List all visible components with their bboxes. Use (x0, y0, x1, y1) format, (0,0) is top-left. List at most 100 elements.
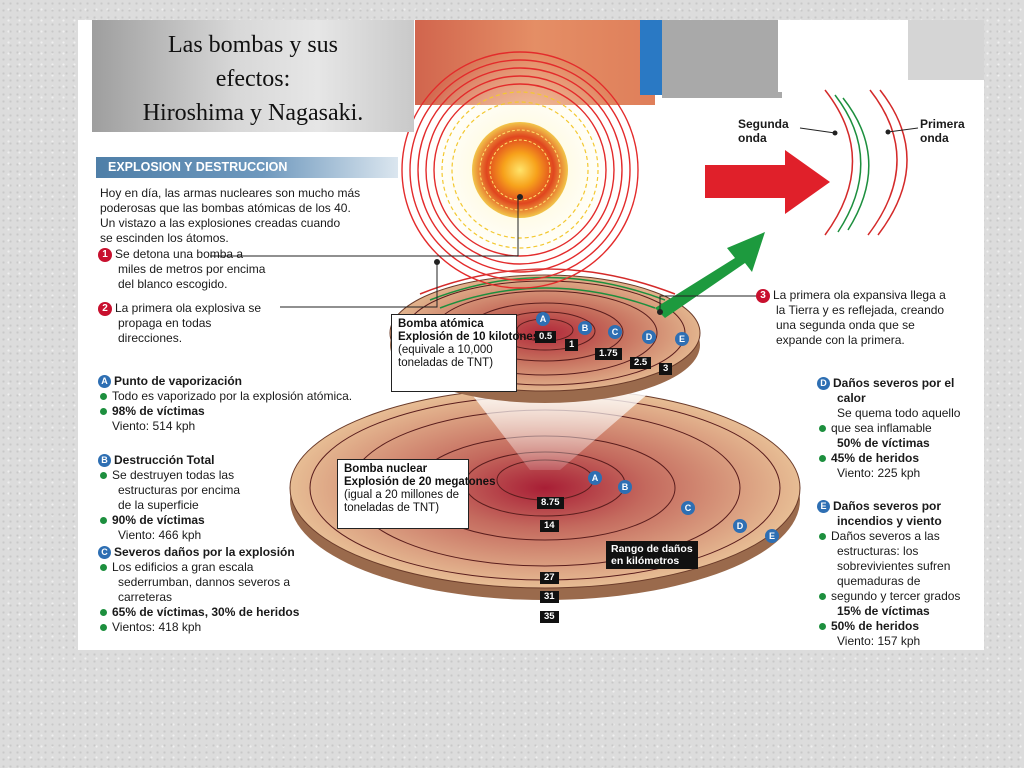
zone-letter-badge: A (98, 375, 111, 389)
bullet-dot-icon (100, 471, 107, 479)
zone-bullet: Daños severos a las (831, 529, 940, 543)
zone-title: Severos daños por la explosión (114, 545, 295, 559)
scale-value: 27 (540, 572, 559, 584)
step-line: La primera ola expansiva llega a (773, 288, 946, 302)
ring-letter: A (588, 471, 602, 485)
zone-letter-badge: C (98, 546, 111, 560)
step-line: la Tierra y es reflejada, creando (776, 303, 945, 317)
callout-note: (igual a 20 millones de (344, 489, 460, 501)
bullet-dot-icon (819, 622, 826, 630)
callout-note: toneladas de TNT) (344, 502, 440, 514)
wave-label-line: Primera (920, 117, 965, 131)
zone-letter-badge: B (98, 454, 111, 468)
ring-letter: D (733, 519, 747, 533)
ring-letter: C (608, 325, 622, 339)
zone-bullet: de la superficie (118, 498, 199, 512)
bullet-dot-icon (100, 516, 107, 524)
zone-bullet: Viento: 466 kph (118, 528, 202, 542)
callout-title: Bomba atómica (398, 318, 484, 330)
intro-line: Un vistazo a las explosiones creadas cua… (100, 216, 341, 230)
zone-bullet: estructuras: los (837, 544, 919, 558)
step-line: propaga en todas (118, 316, 212, 330)
callout-note: (equivale a 10,000 (398, 344, 493, 356)
zone-bullet: Se destruyen todas las (112, 468, 235, 482)
zone-title: Daños severos por el (833, 376, 955, 390)
zone-letter-badge: E (817, 500, 830, 514)
slide-title: Las bombas y sus efectos: Hiroshima y Na… (92, 20, 414, 132)
bullet-dot-icon (819, 454, 826, 462)
scale-value: 1 (565, 339, 579, 351)
step-number-badge: 3 (756, 288, 770, 303)
step-line: La primera ola explosiva se (115, 301, 262, 315)
zone-bullet: carreteras (118, 590, 173, 604)
zone-bullet: que sea inflamable (831, 421, 932, 435)
wave-label-line: onda (920, 131, 949, 145)
step-line: direcciones. (118, 331, 183, 345)
zone-bullet: 15% de víctimas (837, 604, 930, 618)
ring-letter: C (681, 501, 695, 515)
scale-value: 14 (540, 520, 559, 532)
zone-bullet: 65% de víctimas, 30% de heridos (112, 605, 300, 619)
range-label-line: en kilómetros (611, 555, 680, 567)
wave-label-line: onda (738, 131, 767, 145)
zone-bullet: Vientos: 418 kph (112, 620, 202, 634)
bullet-dot-icon (100, 563, 107, 571)
ring-letter: E (765, 529, 779, 543)
zone-bullet: 50% de víctimas (837, 436, 930, 450)
zone-title: incendios y viento (837, 514, 942, 528)
zone-title: Daños severos por (833, 499, 942, 513)
bullet-dot-icon (100, 407, 107, 415)
step-number-badge: 1 (98, 247, 112, 262)
ring-letter: D (642, 330, 656, 344)
intro-line: poderosas que las bombas atómicas de los… (100, 201, 351, 215)
callout-title: Bomba nuclear (344, 463, 428, 475)
zone-bullet: Viento: 225 kph (837, 466, 921, 480)
zone-bullet: Todo es vaporizado por la explosión atóm… (112, 389, 353, 403)
title-line-2: efectos: (215, 66, 291, 92)
zone-title: calor (837, 391, 866, 405)
intro-line: Hoy en día, las armas nucleares son much… (100, 186, 361, 200)
step-line: expande con la primera. (776, 333, 905, 347)
ring-letter: E (675, 332, 689, 346)
zone-bullet: estructuras por encima (118, 483, 241, 497)
projection-cone (470, 392, 650, 470)
callout-title: Explosión de 10 kilotones (398, 331, 540, 343)
leader-lines (210, 198, 770, 315)
atomic-bomb-callout: Bomba atómica Explosión de 10 kilotones … (391, 314, 540, 392)
title-line-3: Hiroshima y Nagasaki. (142, 100, 364, 126)
second-wave-label: Segunda onda (738, 117, 789, 145)
range-label-line: Rango de daños (611, 543, 693, 555)
zone-bullet: quemaduras de (837, 574, 921, 588)
fireball (401, 51, 639, 289)
wave-arcs (799, 89, 919, 236)
callout-note: toneladas de TNT) (398, 357, 494, 369)
zone-bullet: 45% de heridos (831, 451, 920, 465)
bullet-dot-icon (819, 592, 826, 600)
scale-value: 2.5 (630, 357, 652, 369)
step-line: una segunda onda que se (776, 318, 915, 332)
zone-bullet: sederrumban, dannos severos a (118, 575, 291, 589)
zone-bullet: sobrevivientes sufren (837, 559, 951, 573)
ring-letter: B (578, 321, 592, 335)
zone-bullet: Se quema todo aquello (837, 406, 961, 420)
ring-letter: A (536, 312, 550, 326)
zone-title: Destrucción Total (114, 453, 215, 467)
zone-bullet: segundo y tercer grados (831, 589, 961, 603)
zone-bullet: Viento: 157 kph (837, 634, 921, 648)
callout-title: Explosión de 20 megatones (344, 476, 496, 488)
step-line: del blanco escogido. (118, 277, 228, 291)
intro-text: Hoy en día, las armas nucleares son much… (100, 186, 360, 246)
bullet-dot-icon (100, 608, 107, 616)
bullet-dot-icon (100, 623, 107, 631)
nuclear-bomb-callout: Bomba nuclear Explosión de 20 megatones … (337, 459, 496, 529)
bullet-dot-icon (819, 532, 826, 540)
scale-value: 8.75 (537, 497, 564, 509)
zone-bullet: Los edificios a gran escala (112, 560, 254, 574)
intro-line: se escinden los átomos. (100, 231, 229, 245)
bullet-dot-icon (819, 424, 826, 432)
